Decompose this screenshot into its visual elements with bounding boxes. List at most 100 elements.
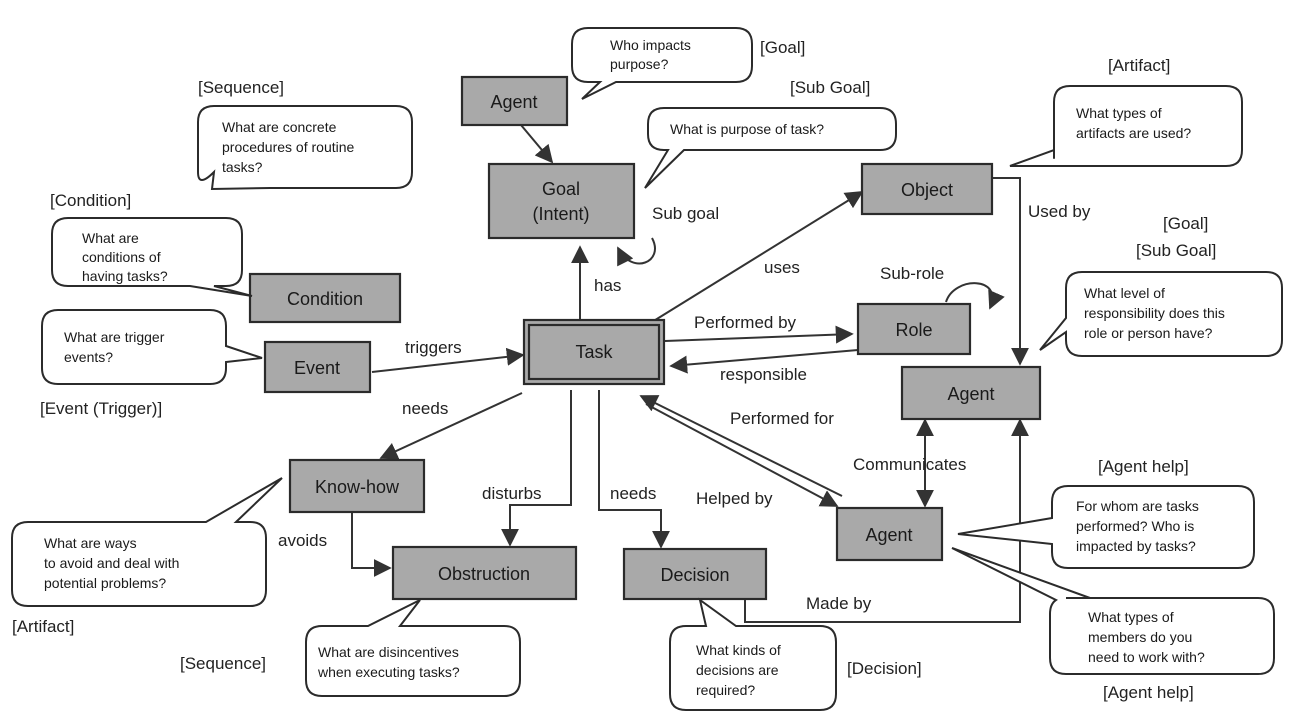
label-has: has xyxy=(594,276,621,295)
bubble-responsibility: What level of responsibility does this r… xyxy=(1039,271,1283,357)
q-conditions-3: having tasks? xyxy=(82,268,168,284)
q-member-types-1: What types of xyxy=(1088,609,1174,625)
bubble-trigger-events: What are trigger events? xyxy=(41,309,263,385)
node-condition: Condition xyxy=(248,272,402,324)
node-knowhow-label: Know-how xyxy=(315,477,400,497)
q-trigger-events-1: What are trigger xyxy=(64,329,165,345)
tag-artifact-top: [Artifact] xyxy=(1108,56,1170,75)
node-agent-bottom-label: Agent xyxy=(865,525,912,545)
label-performed-for: Performed for xyxy=(730,409,834,428)
edge-event-triggers-task xyxy=(371,347,525,373)
q-trigger-events-2: events? xyxy=(64,349,113,365)
node-knowhow: Know-how xyxy=(288,458,426,514)
tag-agent-help-right: [Agent help] xyxy=(1098,457,1189,476)
label-uses: uses xyxy=(764,258,800,277)
q-avoid-problems-1: What are ways xyxy=(44,535,137,551)
tag-event-trigger: [Event (Trigger)] xyxy=(40,399,162,418)
label-responsible: responsible xyxy=(720,365,807,384)
bubble-member-types: What types of members do you need to wor… xyxy=(951,547,1275,675)
node-condition-label: Condition xyxy=(287,289,363,309)
q-disincentives-2: when executing tasks? xyxy=(317,664,460,680)
q-concrete-procedures-3: tasks? xyxy=(222,159,263,175)
edge-knowhow-avoids-obstruction xyxy=(351,513,392,577)
q-decision-kinds-1: What kinds of xyxy=(696,642,781,658)
label-helped-by: Helped by xyxy=(696,489,773,508)
q-responsibility-1: What level of xyxy=(1084,285,1165,301)
q-responsibility-3: role or person have? xyxy=(1084,325,1213,341)
bubble-purpose-of-task: What is purpose of task? xyxy=(644,107,897,189)
node-event: Event xyxy=(263,340,372,394)
edge-goal-self-loop xyxy=(617,237,656,267)
bubble-decision-kinds: What kinds of decisions are required? xyxy=(669,597,837,711)
edge-object-used-by-agent xyxy=(992,177,1029,366)
q-decision-kinds-2: decisions are xyxy=(696,662,779,678)
tag-goal-right: [Goal] xyxy=(1163,214,1208,233)
edge-role-self-loop xyxy=(945,282,1005,310)
edge-role-responsible-task xyxy=(669,349,859,374)
edge-task-needs-knowhow xyxy=(379,392,523,460)
q-decision-kinds-3: required? xyxy=(696,682,755,698)
label-performed-by: Performed by xyxy=(694,313,797,332)
q-who-impacts-1: Who impacts xyxy=(610,37,691,53)
q-concrete-procedures-1: What are concrete xyxy=(222,119,337,135)
q-for-whom-1: For whom are tasks xyxy=(1076,498,1199,514)
node-event-label: Event xyxy=(294,358,340,378)
bubble-conditions: What are conditions of having tasks? xyxy=(51,217,253,297)
edge-task-uses-object xyxy=(651,191,864,323)
label-sub-goal: Sub goal xyxy=(652,204,719,223)
q-for-whom-3: impacted by tasks? xyxy=(1076,538,1196,554)
node-agent-right: Agent xyxy=(900,365,1042,421)
edges xyxy=(351,124,1029,623)
q-avoid-problems-2: to avoid and deal with xyxy=(44,555,179,571)
edge-decision-made-by-agent xyxy=(744,418,1029,623)
edge-task-performed-by-role xyxy=(664,325,854,344)
q-artifact-types-1: What types of xyxy=(1076,105,1162,121)
label-sub-role: Sub-role xyxy=(880,264,944,283)
label-needs-left: needs xyxy=(402,399,448,418)
tag-decision: [Decision] xyxy=(847,659,922,678)
node-decision-label: Decision xyxy=(660,565,729,585)
label-disturbs: disturbs xyxy=(482,484,542,503)
tag-goal-top: [Goal] xyxy=(760,38,805,57)
q-conditions-1: What are xyxy=(82,230,139,246)
node-agent-bottom: Agent xyxy=(835,506,944,562)
node-goal: Goal (Intent) xyxy=(487,162,636,240)
q-member-types-2: members do you xyxy=(1088,629,1192,645)
tag-condition: [Condition] xyxy=(50,191,131,210)
tag-sequence-bottom: [Sequence] xyxy=(180,654,266,673)
q-who-impacts-2: purpose? xyxy=(610,56,669,72)
node-agent-top: Agent xyxy=(460,75,569,127)
tag-artifact-left: [Artifact] xyxy=(12,617,74,636)
tag-sub-goal-right: [Sub Goal] xyxy=(1136,241,1216,260)
node-goal-label: Goal xyxy=(542,179,580,199)
q-responsibility-2: responsibility does this xyxy=(1084,305,1225,321)
edge-labels: Sub goal has uses Sub-role Performed by … xyxy=(278,202,1091,613)
edge-task-helped-by-agent xyxy=(645,403,839,507)
tag-agent-help-bottom: [Agent help] xyxy=(1103,683,1194,702)
node-obstruction-label: Obstruction xyxy=(438,564,530,584)
tag-sequence-top: [Sequence] xyxy=(198,78,284,97)
node-task: Task xyxy=(522,318,666,386)
node-obstruction: Obstruction xyxy=(391,545,578,601)
edge-task-needs-decision xyxy=(598,390,670,549)
node-role: Role xyxy=(856,302,972,356)
category-tags: [Goal] [Sub Goal] [Sequence] [Artifact] … xyxy=(12,38,1216,702)
label-avoids: avoids xyxy=(278,531,327,550)
node-role-label: Role xyxy=(895,320,932,340)
q-conditions-2: conditions of xyxy=(82,249,161,265)
q-avoid-problems-3: potential problems? xyxy=(44,575,166,591)
bubble-disincentives: What are disincentives when executing ta… xyxy=(305,599,521,697)
tag-sub-goal-top: [Sub Goal] xyxy=(790,78,870,97)
label-used-by: Used by xyxy=(1028,202,1091,221)
label-made-by: Made by xyxy=(806,594,872,613)
label-needs-mid: needs xyxy=(610,484,656,503)
q-member-types-3: need to work with? xyxy=(1088,649,1205,665)
bubble-for-whom: For whom are tasks performed? Who is imp… xyxy=(957,485,1255,569)
edge-agent-to-goal xyxy=(520,124,554,164)
node-goal-sublabel: (Intent) xyxy=(532,204,589,224)
q-disincentives-1: What are disincentives xyxy=(318,644,459,660)
bubble-concrete-procedures: What are concrete procedures of routine … xyxy=(197,105,413,191)
node-agent-top-label: Agent xyxy=(490,92,537,112)
edge-agent-performed-for-task xyxy=(639,395,843,497)
